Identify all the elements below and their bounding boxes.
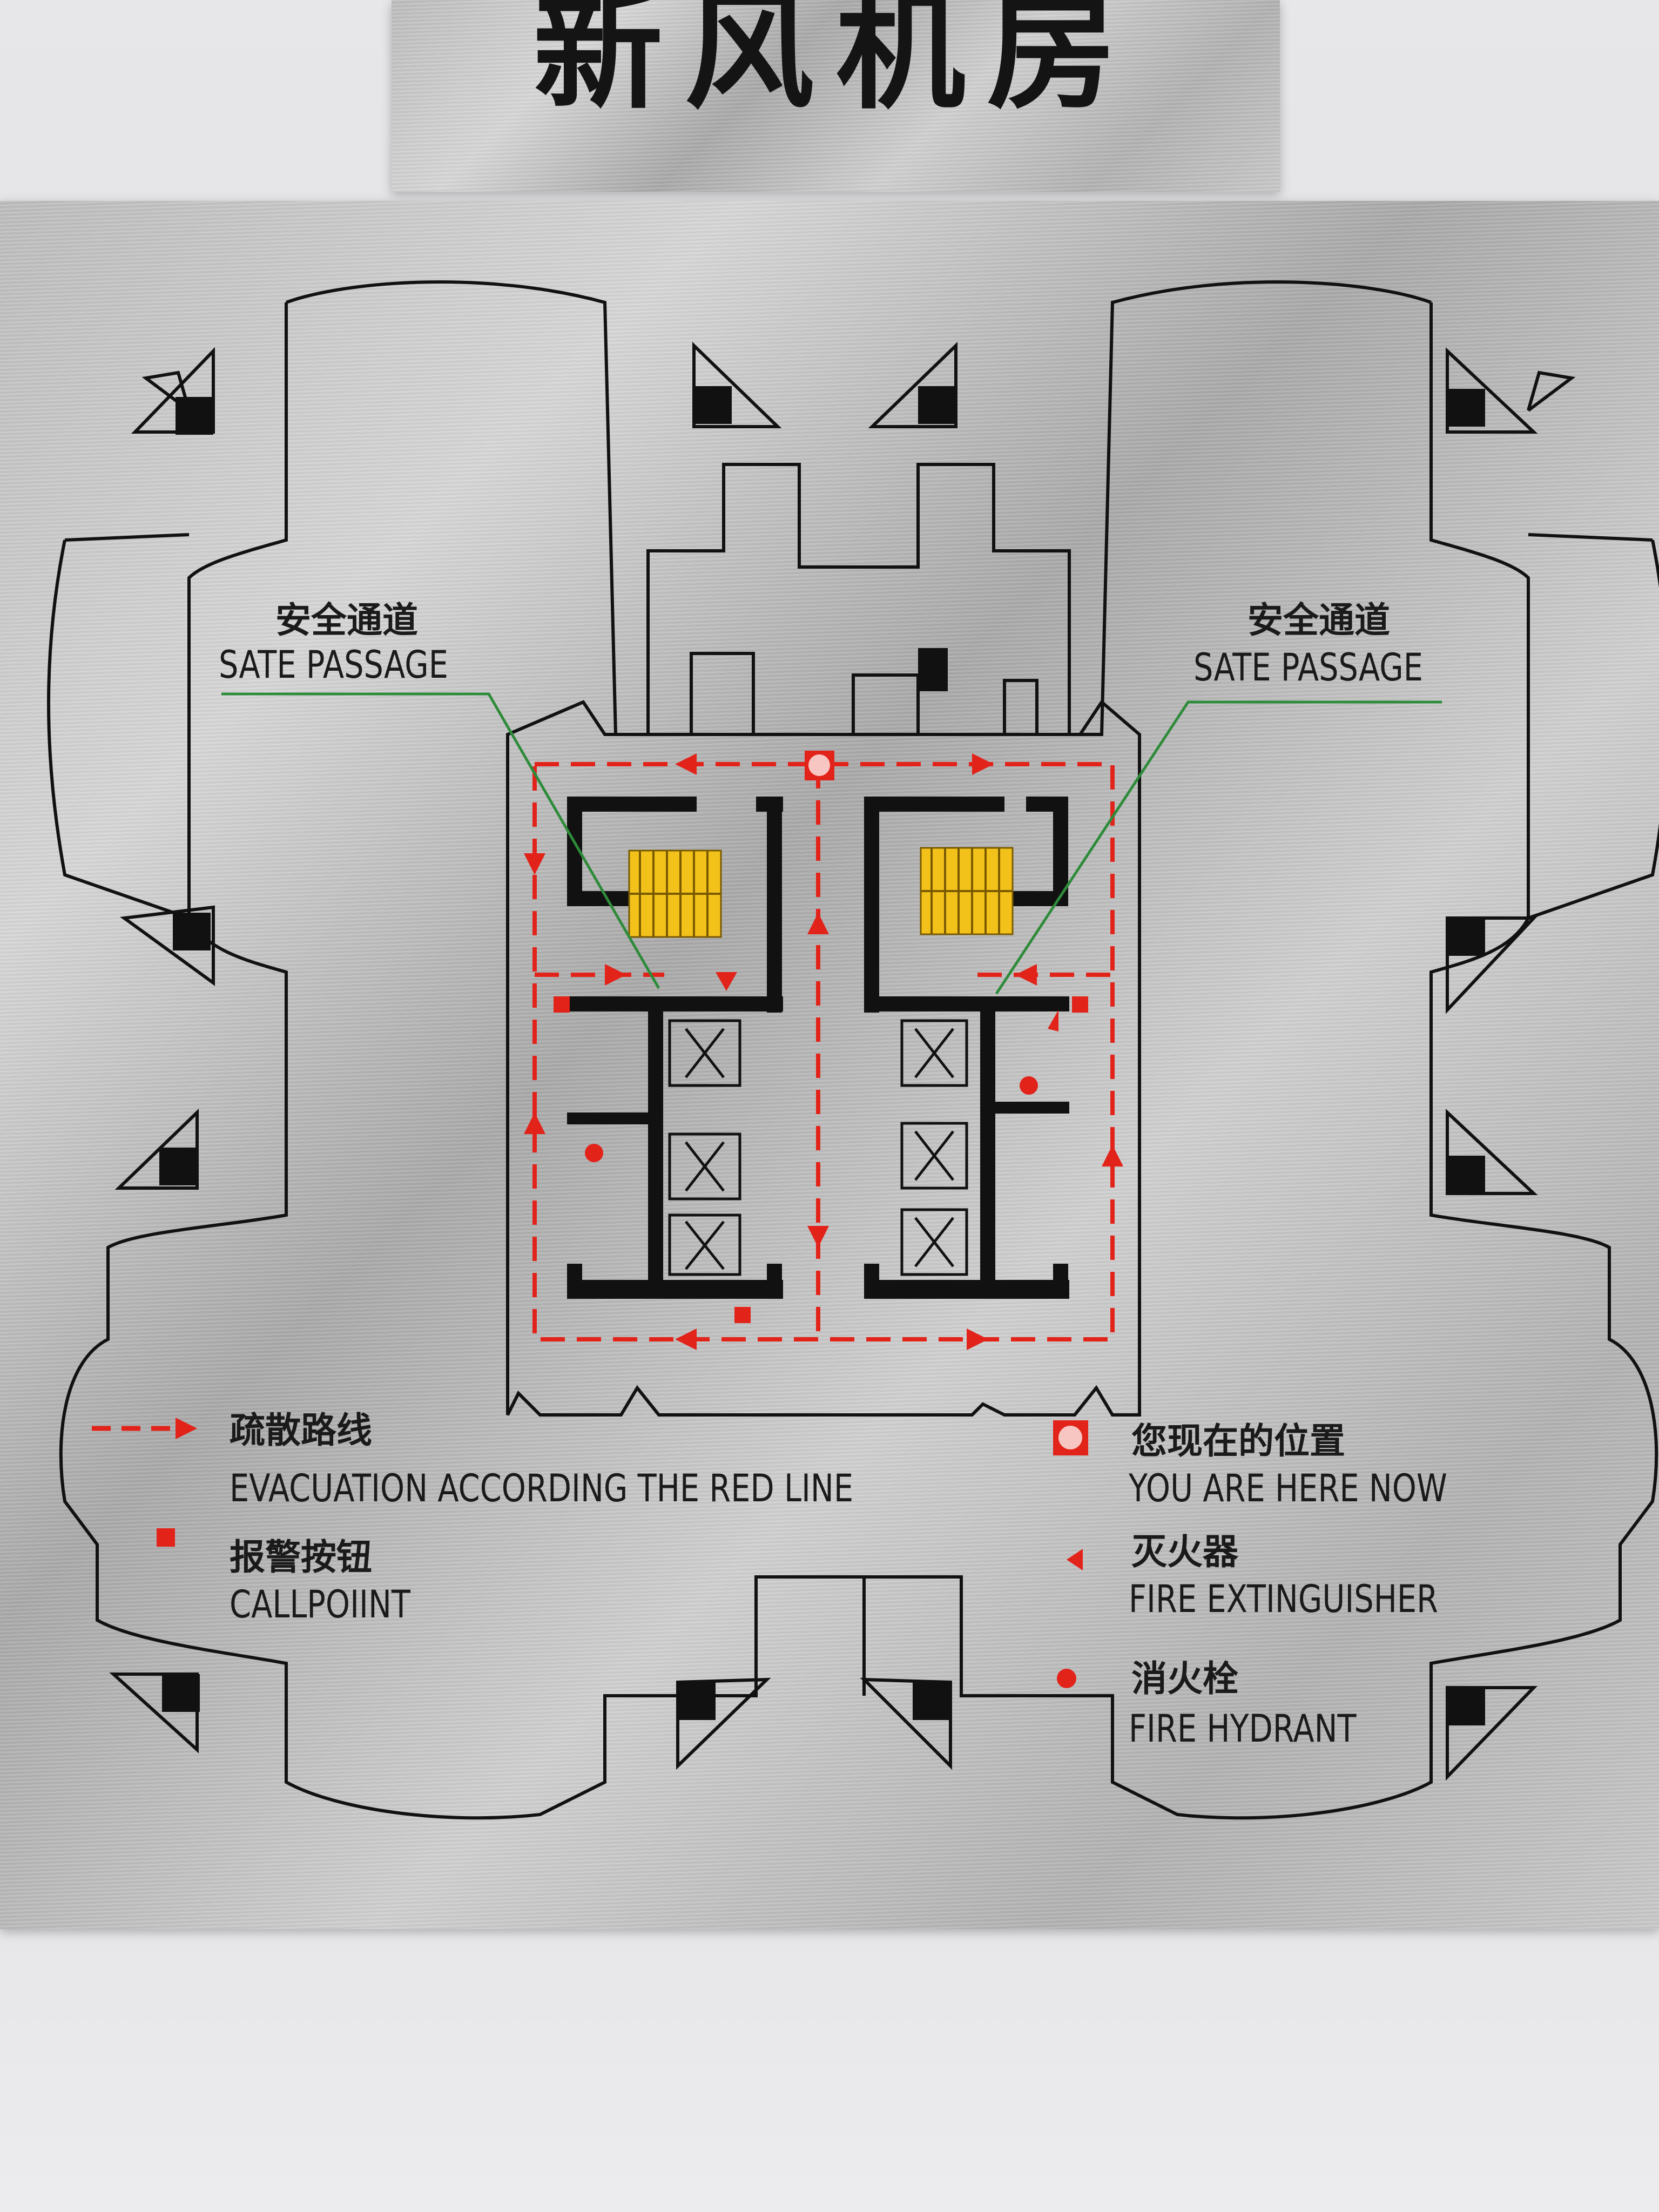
legend-callpoint-cn: 报警按钮	[230, 1536, 372, 1578]
stair-left	[628, 849, 722, 938]
building-outline-left	[59, 302, 866, 1820]
building-outline-left-edge	[47, 370, 191, 920]
legend-extinguisher-en: FIRE EXTINGUISHER	[1129, 1577, 1439, 1621]
column-wedges	[109, 341, 1538, 1781]
column-markers	[159, 386, 1485, 1725]
safe-passage-left-en: SATE PASSAGE	[219, 643, 449, 687]
legend-you-are-here-en: YOU ARE HERE NOW	[1129, 1466, 1447, 1510]
route-arrows	[524, 753, 1123, 1350]
safe-passage-right-cn: 安全通道	[1247, 599, 1390, 641]
legend-hydrant-cn: 消火栓	[1131, 1658, 1238, 1700]
legend-symbols	[92, 1418, 1088, 1688]
building-outline-right	[886, 280, 1432, 736]
building-outline-left-top	[285, 280, 886, 736]
elevators	[668, 1019, 968, 1276]
evacuation-route	[532, 762, 1115, 1341]
safe-passage-left-cn: 安全通道	[275, 599, 418, 641]
legend-you-are-here-cn: 您现在的位置	[1131, 1420, 1345, 1462]
safe-passage-leaders	[221, 692, 1442, 995]
shaft-boxes	[690, 652, 1038, 736]
you-are-here-marker	[805, 751, 834, 780]
stair-right	[920, 847, 1014, 935]
core-outline	[506, 699, 1141, 1417]
safe-passage-right-en: SATE PASSAGE	[1193, 645, 1424, 690]
legend-evacuation-cn: 疏散路线	[230, 1410, 372, 1451]
legend-extinguisher-cn: 灭火器	[1131, 1531, 1238, 1573]
safety-devices	[554, 972, 1088, 1323]
building-outline-right-edge	[1527, 370, 1659, 920]
legend-evacuation-en: EVACUATION ACCORDING THE RED LINE	[230, 1466, 854, 1510]
title-plate	[392, 0, 1280, 192]
legend-callpoint-en: CALLPOIINT	[230, 1582, 410, 1627]
sign-title: 新风机房	[533, 0, 1138, 127]
floor-plan-plate	[0, 201, 1659, 1929]
legend-hydrant-en: FIRE HYDRANT	[1129, 1707, 1357, 1751]
core-walls-right	[864, 797, 1069, 1299]
